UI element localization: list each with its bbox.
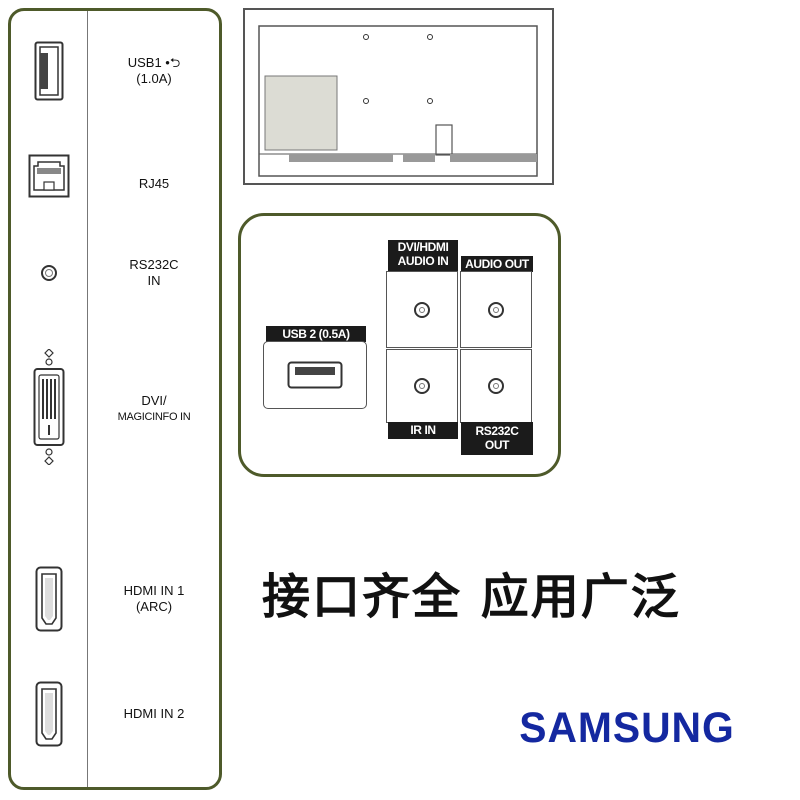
usb-a-port-icon xyxy=(287,361,343,389)
usb2-port xyxy=(263,341,367,409)
dvi-port-icon xyxy=(11,347,87,467)
port-row-rj45: RJ45 xyxy=(11,153,219,199)
dvi-hdmi-audio-in-label: DVI/HDMI AUDIO IN xyxy=(388,240,458,272)
audio-jack-icon xyxy=(414,301,430,318)
rs232c-out-label: RS232C OUT xyxy=(461,422,533,455)
ir-in-jack xyxy=(386,349,458,423)
port-row-dvi: DVI/ MAGICINFO IN xyxy=(11,347,219,467)
port-label-usb1: USB1 •⮌ (1.0A) xyxy=(127,55,181,86)
side-port-panel: USB1 •⮌ (1.0A) RJ45 RS232C IN xyxy=(8,8,222,790)
usb-a-port-icon xyxy=(11,41,87,101)
audio-jack-icon xyxy=(488,301,504,318)
monitor-back-diagram xyxy=(243,8,554,185)
rj45-port-icon xyxy=(11,153,87,199)
ir-in-label: IR IN xyxy=(388,422,458,439)
port-row-hdmi1: HDMI IN 1 (ARC) xyxy=(11,566,219,632)
hdmi-port-icon xyxy=(11,681,87,747)
port-label-rj45: RJ45 xyxy=(138,176,170,191)
dvi-hdmi-audio-in-jack xyxy=(386,271,458,348)
rear-connector-panel: USB 2 (0.5A) DVI/HDMI AUDIO IN AUDIO OUT… xyxy=(238,213,561,477)
panel-divider xyxy=(87,11,88,787)
audio-out-label: AUDIO OUT xyxy=(461,256,533,272)
port-row-usb1: USB1 •⮌ (1.0A) xyxy=(11,41,219,101)
audio-out-jack xyxy=(460,271,532,348)
headline: 接口齐全 应用广泛 xyxy=(262,569,681,625)
monitor-back-drawing xyxy=(258,25,538,177)
rs232c-jack-icon xyxy=(488,378,504,394)
port-label-dvi: DVI/ MAGICINFO IN xyxy=(117,393,191,423)
port-row-rs232c-in: RS232C IN xyxy=(11,251,219,295)
usb2-label: USB 2 (0.5A) xyxy=(266,326,366,342)
port-label-rs232c-in: RS232C IN xyxy=(129,257,179,288)
port-label-hdmi2: HDMI IN 2 xyxy=(123,706,185,721)
rs232c-out-jack xyxy=(460,349,532,423)
ir-jack-icon xyxy=(414,378,430,394)
port-row-hdmi2: HDMI IN 2 xyxy=(11,681,219,747)
hdmi-port-icon xyxy=(11,566,87,632)
brand-logo: SAMSUNG xyxy=(519,704,735,752)
port-label-hdmi1: HDMI IN 1 (ARC) xyxy=(123,583,185,614)
rs232c-in-jack-icon xyxy=(11,251,87,295)
